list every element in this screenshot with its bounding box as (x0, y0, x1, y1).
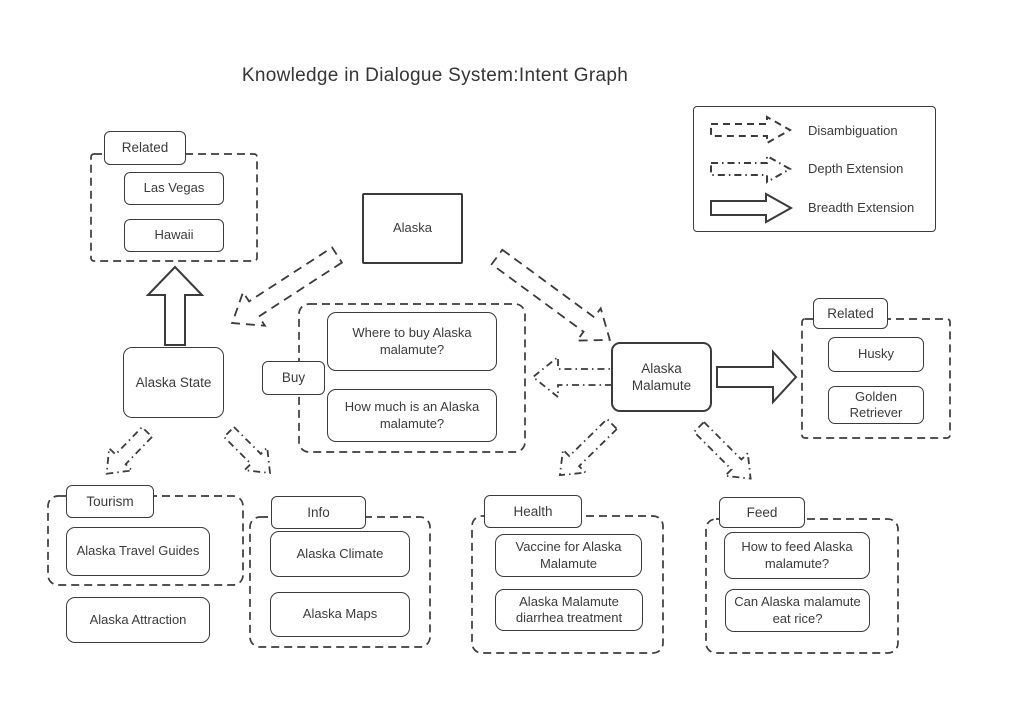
dashed-arrow-icon (710, 115, 793, 146)
depth-arrow-alaska-malamute-to-health (558, 417, 619, 477)
dash-dot-arrow-icon (710, 154, 793, 184)
tourism-group-container (47, 495, 244, 586)
breadth-arrow-alaska-state-to-related (145, 265, 205, 346)
info-group-label: Info (271, 496, 366, 529)
node-alaska-state: Alaska State (123, 347, 224, 418)
disambiguation-arrow-alaska-to-alaska-malamute (490, 248, 612, 342)
node-how-much: How much is an Alaska malamute? (327, 389, 497, 442)
solid-arrow-icon (710, 191, 794, 224)
legend-item-breadth-extension: Breadth Extension (708, 191, 935, 224)
node-golden-retriever: Golden Retriever (828, 386, 924, 424)
legend-item-depth-extension: Depth Extension (708, 153, 935, 185)
disambiguation-arrow-alaska-to-alaska-state (230, 246, 344, 327)
node-eat-rice: Can Alaska malamute eat rice? (725, 589, 870, 632)
node-alaska-attraction: Alaska Attraction (66, 597, 210, 643)
node-where-to-buy: Where to buy Alaska malamute? (327, 312, 497, 371)
depth-arrow-alaska-malamute-to-buy (531, 355, 613, 399)
legend-item-disambiguation: Disambiguation (708, 114, 935, 146)
node-alaska-travel-guides: Alaska Travel Guides (66, 527, 210, 576)
breadth-arrow-alaska-malamute-to-related (716, 349, 798, 405)
depth-arrow-alaska-state-to-info (222, 425, 272, 475)
node-husky: Husky (828, 337, 924, 372)
health-group-label: Health (484, 495, 582, 528)
related-left-group-label: Related (104, 131, 186, 165)
legend-label: Breadth Extension (808, 200, 915, 216)
depth-arrow-alaska-malamute-to-feed (692, 420, 752, 480)
related-right-group-label: Related (813, 298, 888, 329)
node-vaccine: Vaccine for Alaska Malamute (495, 534, 642, 577)
node-diarrhea-treatment: Alaska Malamute diarrhea treatment (495, 589, 643, 631)
legend: Disambiguation Depth Extension Breadth E… (693, 106, 936, 232)
node-how-to-feed: How to feed Alaska malamute? (724, 532, 870, 579)
node-alaska: Alaska (362, 193, 463, 264)
node-alaska-maps: Alaska Maps (270, 592, 410, 637)
legend-label: Disambiguation (808, 122, 898, 138)
tourism-group-label: Tourism (66, 485, 154, 518)
node-alaska-climate: Alaska Climate (270, 531, 410, 577)
page-title: Knowledge in Dialogue System:Intent Grap… (241, 65, 629, 86)
node-hawaii: Hawaii (124, 219, 224, 252)
node-las-vegas: Las Vegas (124, 172, 224, 205)
node-alaska-malamute: Alaska Malamute (611, 342, 712, 412)
buy-group-label: Buy (262, 361, 325, 395)
feed-group-label: Feed (719, 497, 805, 528)
legend-label: Depth Extension (808, 161, 904, 177)
depth-arrow-alaska-state-to-tourism (105, 425, 154, 475)
